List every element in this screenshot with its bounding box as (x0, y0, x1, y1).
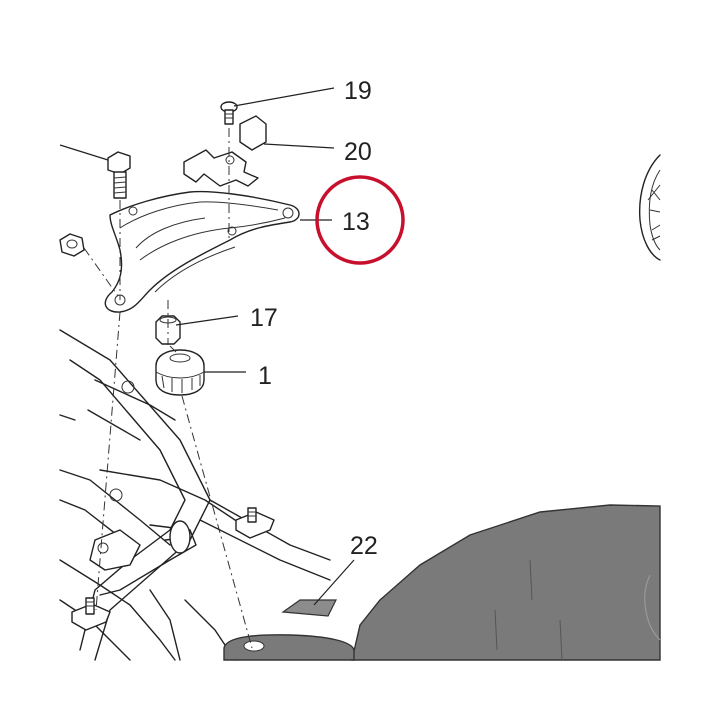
clip (183, 115, 267, 187)
bracket (104, 190, 300, 313)
leader-lines (59, 87, 355, 606)
callout-19: 19 (344, 77, 372, 105)
callout-labels: 19 20 13 17 1 22 (250, 77, 378, 560)
rubber-pad (281, 599, 337, 617)
nut (59, 233, 85, 257)
frame-stud-right (235, 507, 275, 539)
callout-17: 17 (250, 304, 278, 332)
callout-13: 13 (342, 208, 370, 236)
alignment-axes (83, 128, 253, 649)
screw (220, 101, 238, 125)
callout-22: 22 (350, 532, 378, 560)
wheel-partial (638, 154, 661, 261)
spacer (155, 315, 181, 345)
highlight-circle (315, 175, 405, 265)
callout-20: 20 (344, 138, 372, 166)
fuel-tank (351, 504, 661, 661)
bolt (107, 151, 131, 199)
callout-1: 1 (258, 362, 272, 390)
grommet (155, 349, 205, 396)
frame-stud-left (71, 597, 111, 631)
tank-mount-boss (223, 634, 355, 661)
